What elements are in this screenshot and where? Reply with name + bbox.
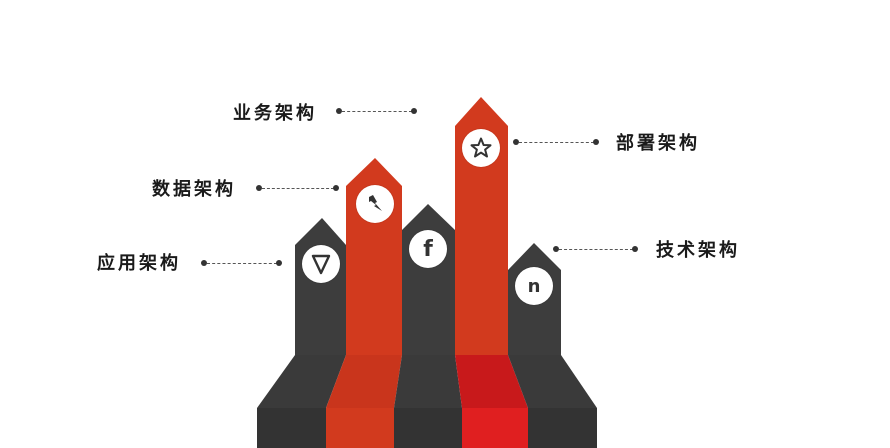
base-front-4 xyxy=(462,408,528,448)
column-application xyxy=(295,218,346,355)
connector-technology xyxy=(559,249,633,250)
triangle-down-icon xyxy=(311,254,331,275)
label-deployment: 部署架构 xyxy=(616,133,700,154)
connector-data xyxy=(262,188,334,189)
connector-deployment xyxy=(519,142,594,143)
connector-dot-business-end xyxy=(411,108,417,114)
facebook-icon: f xyxy=(423,236,433,262)
connector-dot-application-end xyxy=(276,260,282,266)
connector-application xyxy=(207,263,277,264)
base-segment-2 xyxy=(326,355,402,408)
connector-business xyxy=(342,111,412,112)
lightning-icon xyxy=(369,195,382,211)
connector-dot-business-start xyxy=(336,108,342,114)
badge-middle: f xyxy=(409,230,447,268)
base-segment-5 xyxy=(508,355,597,408)
connector-dot-deployment-end xyxy=(593,139,599,145)
badge-data xyxy=(356,185,394,223)
connector-dot-data-start xyxy=(256,185,262,191)
label-application: 应用架构 xyxy=(97,253,181,274)
badge-application xyxy=(302,245,340,283)
connector-dot-application-start xyxy=(201,260,207,266)
base-segment-1 xyxy=(257,355,346,408)
base-segment-3 xyxy=(394,355,462,408)
base-front-5 xyxy=(528,408,597,448)
badge-deployment xyxy=(462,129,500,167)
connector-dot-technology-end xyxy=(632,246,638,252)
base-front-1 xyxy=(257,408,326,448)
label-technology: 技术架构 xyxy=(656,240,740,261)
star-icon xyxy=(470,137,492,158)
badge-technology: n xyxy=(515,267,553,305)
base-front-3 xyxy=(394,408,462,448)
base-front-2 xyxy=(326,408,394,448)
connector-dot-data-end xyxy=(333,185,339,191)
column-middle xyxy=(402,204,455,355)
base-segment-4 xyxy=(455,355,528,408)
label-business: 业务架构 xyxy=(233,103,317,124)
connector-dot-deployment-start xyxy=(513,139,519,145)
label-data: 数据架构 xyxy=(152,179,236,200)
connector-dot-technology-start xyxy=(553,246,559,252)
letter-n-icon: n xyxy=(527,275,541,297)
